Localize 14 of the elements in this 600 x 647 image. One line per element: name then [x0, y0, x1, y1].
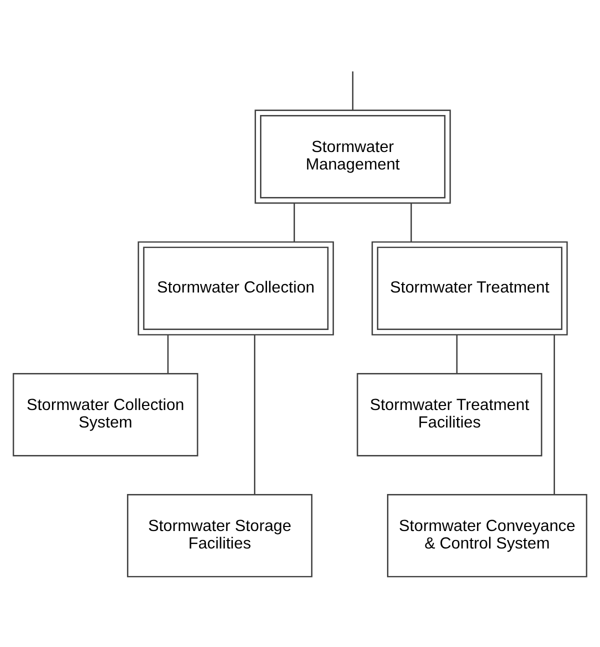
- connector: [352, 71, 354, 110]
- connector: [456, 335, 458, 374]
- node-box: Stormwater Management: [254, 110, 451, 204]
- node-box: Stormwater Treatment: [372, 241, 568, 336]
- connector: [294, 203, 295, 242]
- connector: [254, 334, 256, 494]
- node-box: Stormwater Collection: [138, 241, 334, 336]
- connector: [554, 334, 555, 494]
- node-box: Stormwater Collection System: [12, 373, 198, 456]
- connector: [167, 335, 169, 374]
- node-box: Stormwater Conveyance & Control System: [387, 494, 588, 578]
- node-box: Stormwater Treatment Facilities: [356, 373, 542, 456]
- connector: [410, 203, 412, 242]
- node-box: Stormwater Storage Facilities: [126, 494, 312, 578]
